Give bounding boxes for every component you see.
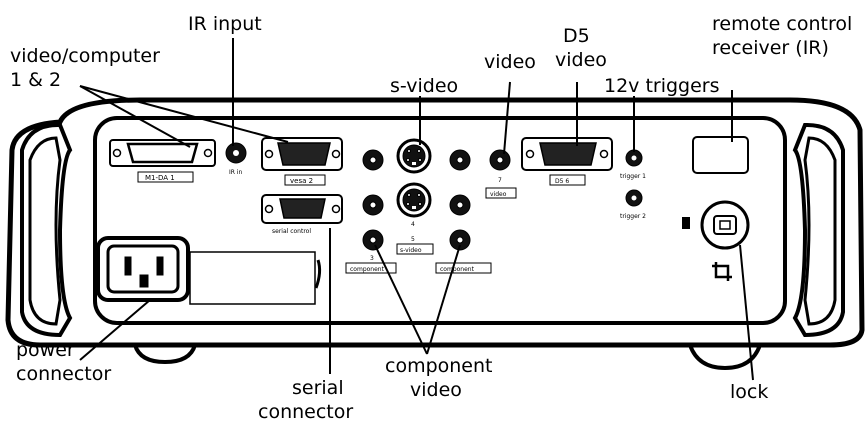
video-num: 7 [498, 177, 502, 184]
video-callout: video [484, 51, 536, 73]
trigger-2-jack [625, 189, 643, 207]
s-video-jack-bottom [396, 182, 432, 218]
remote-callout: remote control [712, 13, 852, 35]
projector-body [5, 97, 865, 371]
lock-callout: lock [730, 381, 768, 403]
rca-jack [449, 149, 471, 171]
vesa2-connector [261, 137, 343, 186]
crop-icon [712, 262, 732, 281]
d5-callout-line2: video [555, 49, 607, 71]
lock-slot [700, 200, 750, 250]
s-video-small-box [396, 243, 434, 255]
trigger1-label: trigger 1 [620, 173, 646, 180]
rca-jack [362, 229, 384, 251]
s-video-small-label: s-video [400, 247, 422, 254]
power-callout-line2: connector [16, 363, 111, 385]
s-video-num: 4 [411, 221, 415, 228]
video-rca-jack [489, 149, 511, 171]
remote-receiver-window [692, 136, 749, 174]
vesa2-label: vesa 2 [290, 177, 313, 185]
component-callout-line2: video [410, 379, 462, 401]
component-small-left: component [350, 266, 385, 273]
power-connector [96, 236, 190, 302]
component-right-box [435, 262, 492, 274]
leader-lines [79, 38, 754, 381]
trigger-1-jack [625, 149, 643, 167]
power-callout: power [16, 339, 75, 361]
rca-jack [449, 229, 471, 251]
rca-jack [362, 194, 384, 216]
serial-callout-line2: connector [258, 401, 353, 423]
rca-jack [362, 149, 384, 171]
lock-indicator [682, 217, 690, 229]
mdva1-connector [109, 139, 216, 183]
rca-jack [449, 194, 471, 216]
s-video-callout: s-video [390, 75, 458, 97]
ir-input-jack [225, 142, 247, 164]
mdva1-label: M1-DA 1 [145, 174, 175, 182]
d5-small-label: D5 6 [555, 178, 569, 185]
trigger2-label: trigger 2 [620, 213, 646, 220]
serial-control-label: serial control [272, 228, 311, 235]
num3: 3 [370, 255, 374, 262]
video-small-box [485, 187, 517, 199]
video-computer-callout: video/computer [10, 45, 160, 67]
ir-in-small-label: IR in [229, 169, 243, 176]
ir-input-callout: IR input [188, 13, 262, 35]
video-computer-callout-line2: 1 & 2 [10, 69, 61, 91]
remote-callout-line2: receiver (IR) [712, 37, 829, 59]
video-small-label: video [490, 191, 507, 198]
num5: 5 [411, 236, 415, 243]
component-left-box [345, 262, 397, 274]
s-video-jack-top [396, 138, 432, 174]
component-small-right: component [440, 266, 475, 273]
blank-label-box [189, 251, 316, 305]
component-callout: component [385, 355, 493, 377]
serial-control-connector [261, 194, 343, 224]
power-cord-notch [314, 259, 322, 289]
d5-callout: D5 [563, 25, 590, 47]
serial-callout: serial [292, 377, 344, 399]
rca-jacks [362, 149, 511, 251]
d5-connector [521, 137, 613, 186]
triggers-callout: 12v triggers [604, 75, 720, 97]
